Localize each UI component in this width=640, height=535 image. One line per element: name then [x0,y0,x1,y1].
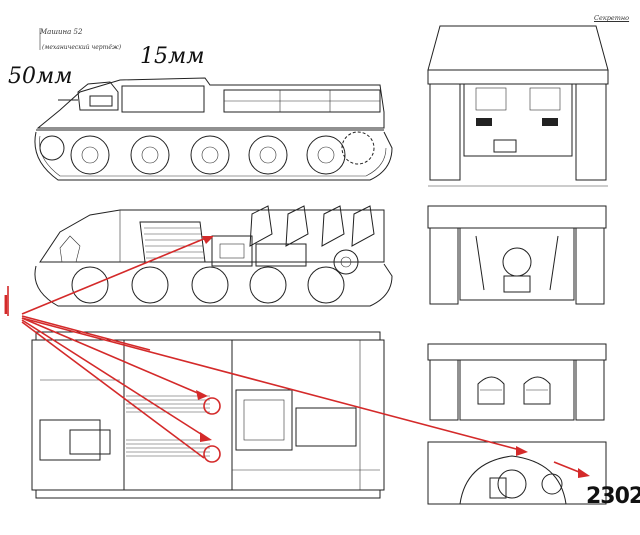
secrecy-stamp: Секретно [594,14,630,22]
cross-section-drive [427,441,607,505]
marker-annotation: I [2,291,10,321]
drawing-subtitle: (механический чертёж) [42,44,122,51]
cross-section-seats [427,343,607,421]
plan-view [31,331,385,499]
armor-side-annotation: 15мм [140,44,205,69]
cross-section-engine [427,205,607,305]
road-wheels [39,131,375,175]
drawing-title: Машина 52 [40,28,83,36]
sheet-number: 2302 [586,484,640,509]
red-arrows [7,236,590,478]
side-view-cutaway [34,205,393,307]
seats-cutaway [249,205,375,247]
side-view-exterior [34,28,393,181]
armor-front-annotation: 50мм [8,64,73,89]
rear-view [427,25,609,187]
